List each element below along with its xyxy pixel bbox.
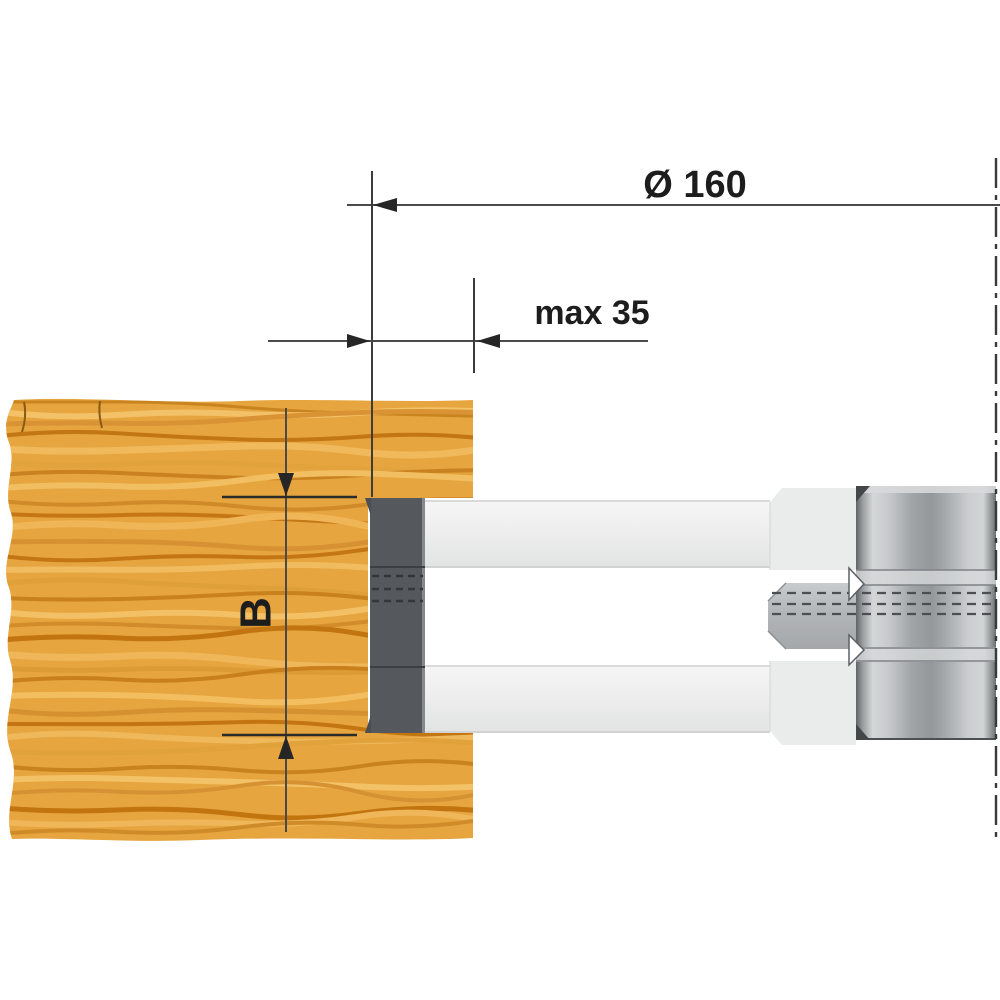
width-arrowhead-down-icon (278, 473, 294, 496)
cutter-body-lower-bar (425, 665, 770, 733)
max-depth-label: max 35 (534, 294, 649, 332)
clamp-nut (767, 582, 856, 650)
nut-lower-chamfer-edge (767, 630, 787, 650)
lower-flange (770, 661, 856, 745)
junction-notch-upper (848, 566, 866, 602)
diameter-label: Ø 160 (643, 164, 747, 206)
wood-grain-stripe (6, 759, 473, 775)
lower-cutting-edge-tip (365, 715, 371, 733)
hub-upper-band (856, 570, 996, 585)
hub-top-left-chamfer (856, 486, 870, 502)
hub-top-highlight (856, 486, 996, 493)
groove-width-label: B (232, 597, 281, 629)
diameter-arrowhead-left-icon (373, 198, 397, 212)
wood-grain-stripe (6, 400, 473, 418)
wood-grain-stripe (6, 809, 473, 828)
wood-grain-stripe (6, 780, 473, 803)
wood-grain-stripe (6, 817, 473, 836)
wood-grain-stripe (6, 470, 473, 491)
dimension-diameter: Ø 160 (347, 164, 1000, 497)
hub-lower-band (856, 647, 996, 662)
wood-grain-stripe (6, 805, 473, 821)
upper-cutting-edge-tip (365, 498, 371, 516)
clamp-nut-body (768, 583, 856, 649)
wood-grain-stripe (6, 408, 473, 427)
width-arrowhead-up-icon (278, 736, 294, 759)
cutter-body-upper-bar (425, 500, 770, 568)
depth-arrowhead-left-icon (477, 334, 500, 348)
knife-body (370, 498, 425, 733)
knife-block (365, 498, 425, 733)
wood-grain-stripe (6, 429, 473, 443)
wood-grain-stripe (6, 774, 473, 792)
spindle-hub (772, 486, 996, 740)
depth-arrowhead-right-icon (347, 334, 370, 348)
wood-crack-mark (21, 401, 27, 433)
hub-bottom-left-chamfer (856, 724, 870, 740)
wood-crack-mark (98, 400, 103, 429)
upper-flange (770, 488, 856, 570)
wood-grain-stripe (6, 442, 473, 459)
cutter-body (425, 488, 856, 745)
wood-grain-stripe (6, 737, 473, 756)
dimension-max-depth: max 35 (268, 278, 650, 373)
junction-notch-lower (848, 633, 866, 667)
dimension-groove-width: B (222, 408, 357, 832)
